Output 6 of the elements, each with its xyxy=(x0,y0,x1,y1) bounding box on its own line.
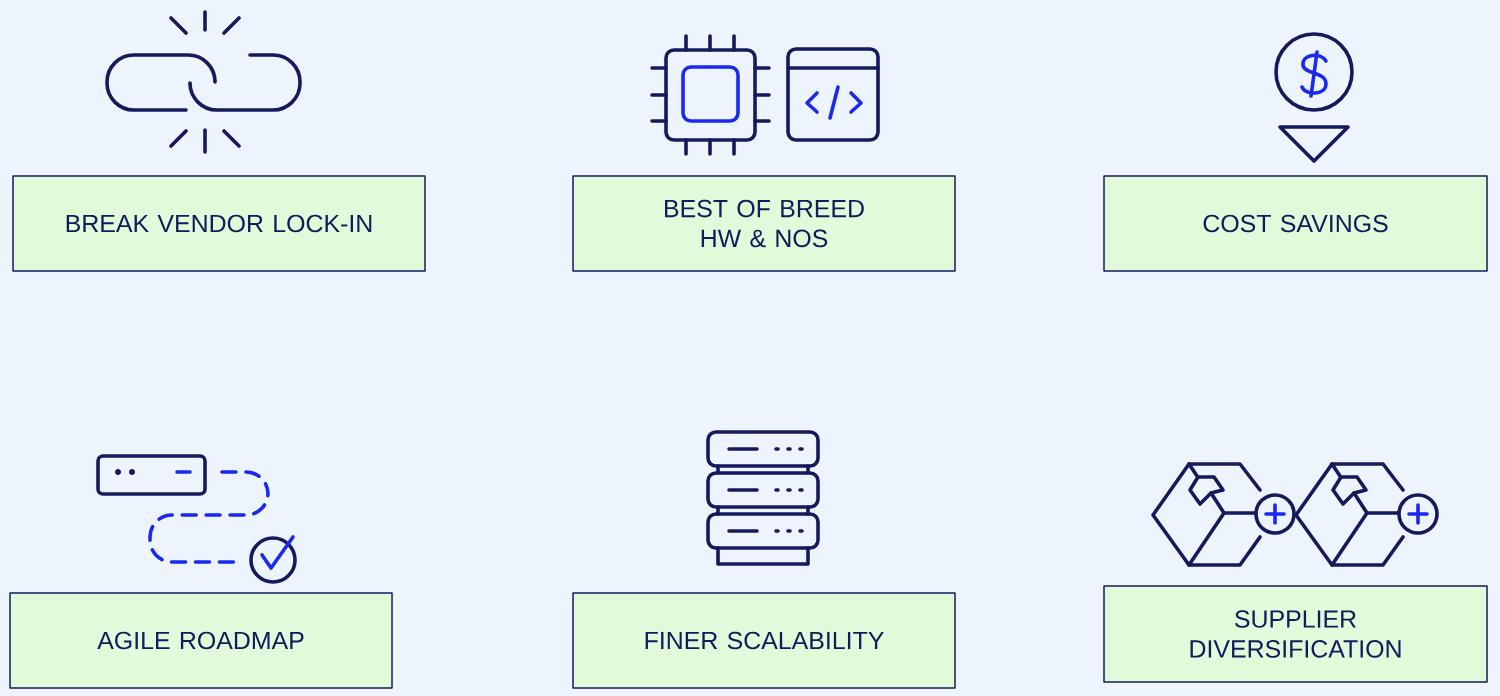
benefit-box: BREAK VENDOR LOCK-IN xyxy=(12,175,426,272)
benefit-box: COST SAVINGS xyxy=(1103,175,1488,272)
benefit-box: AGILE ROADMAP xyxy=(9,592,393,689)
benefit-box: FINER SCALABILITY xyxy=(572,592,956,689)
benefit-box: SUPPLIER DIVERSIFICATION xyxy=(1103,585,1488,683)
benefit-box: BEST OF BREED HW & NOS xyxy=(572,175,956,272)
